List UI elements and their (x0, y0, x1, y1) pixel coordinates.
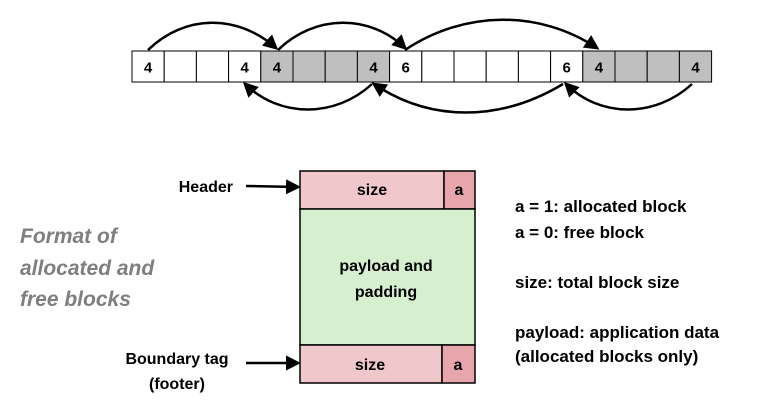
format-title: Format of allocated and free blocks (20, 225, 160, 311)
memory-cell (131, 50, 165, 83)
memory-cell-label: 4 (369, 60, 378, 77)
memory-cell-label: 4 (241, 60, 250, 77)
format-title-line: Format of (20, 225, 119, 248)
memory-cell (485, 50, 519, 83)
backward-links (242, 81, 693, 114)
memory-cell (453, 50, 487, 83)
forward-link-arrow (277, 21, 408, 51)
legend-line: size: total block size (515, 273, 679, 292)
memory-cell-label: 4 (691, 60, 700, 77)
memory-cell-label: 6 (402, 60, 410, 77)
memory-cell-label: 6 (563, 60, 571, 77)
legend: a = 1: allocated block a = 0: free block… (515, 197, 720, 366)
backward-link-arrow (242, 81, 373, 111)
memory-row: 4 4 4 4 6 6 4 4 (131, 50, 713, 83)
format-title-line: allocated and (20, 257, 155, 280)
memory-cell (550, 50, 584, 83)
backward-link-arrow (563, 81, 693, 111)
forward-link-arrow (404, 18, 600, 52)
memory-cell (614, 50, 648, 83)
memory-cell (646, 50, 680, 83)
memory-cell (421, 50, 455, 83)
legend-line: a = 0: free block (515, 223, 645, 242)
legend-line: a = 1: allocated block (515, 197, 687, 216)
memory-cell (389, 50, 423, 83)
memory-cell (678, 50, 713, 83)
header-pointer-arrow (245, 179, 301, 195)
footer-label-line: Boundary tag (125, 351, 228, 368)
memory-cell (195, 50, 230, 83)
format-title-line: free blocks (20, 288, 131, 311)
memory-cell (163, 50, 197, 83)
header-size-label: size (357, 182, 387, 199)
header-label: Header (179, 179, 233, 196)
memory-cell-label: 4 (595, 60, 604, 77)
footer-alloc-bit-label: a (454, 357, 463, 374)
footer-label-line: (footer) (149, 376, 205, 393)
footer-alloc-bit-field (441, 344, 476, 384)
footer-size-label: size (355, 357, 385, 374)
memory-cell-label: 4 (273, 60, 282, 77)
memory-cell (228, 50, 262, 83)
legend-line: (allocated blocks only) (515, 347, 698, 366)
forward-link-arrow (147, 21, 279, 51)
payload-label-line: padding (355, 284, 417, 301)
payload-field (299, 208, 476, 346)
header-alloc-bit-field (443, 170, 476, 210)
header-alloc-bit-label: a (455, 182, 464, 199)
memory-cell (324, 50, 358, 83)
legend-line: payload: application data (515, 323, 720, 342)
block-layout (299, 170, 476, 384)
memory-cell (517, 50, 552, 83)
memory-cell (292, 50, 326, 83)
memory-cell (582, 50, 616, 83)
forward-links (147, 18, 600, 52)
memory-cell-label: 4 (144, 60, 153, 77)
backward-link-arrow (371, 82, 564, 114)
payload-label-line: payload and (339, 258, 432, 275)
memory-cell (260, 50, 294, 83)
